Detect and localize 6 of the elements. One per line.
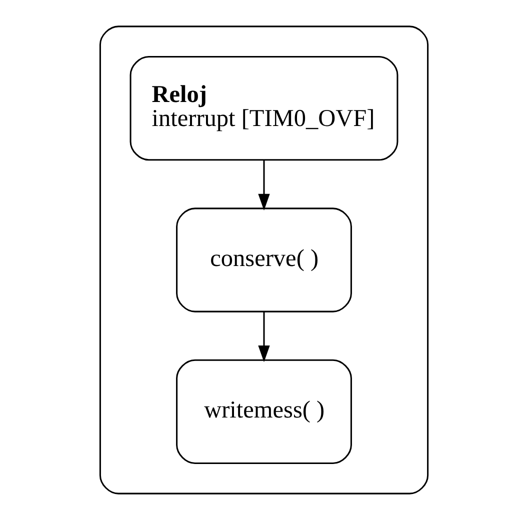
cluster xyxy=(99,26,429,494)
node-box: Reloj interrupt [TIM0_OVF] xyxy=(130,56,398,161)
arrow xyxy=(258,160,270,211)
node-box: writemess( ) xyxy=(176,359,352,464)
arrow xyxy=(258,312,270,362)
node-box: conserve( ) xyxy=(176,208,352,312)
